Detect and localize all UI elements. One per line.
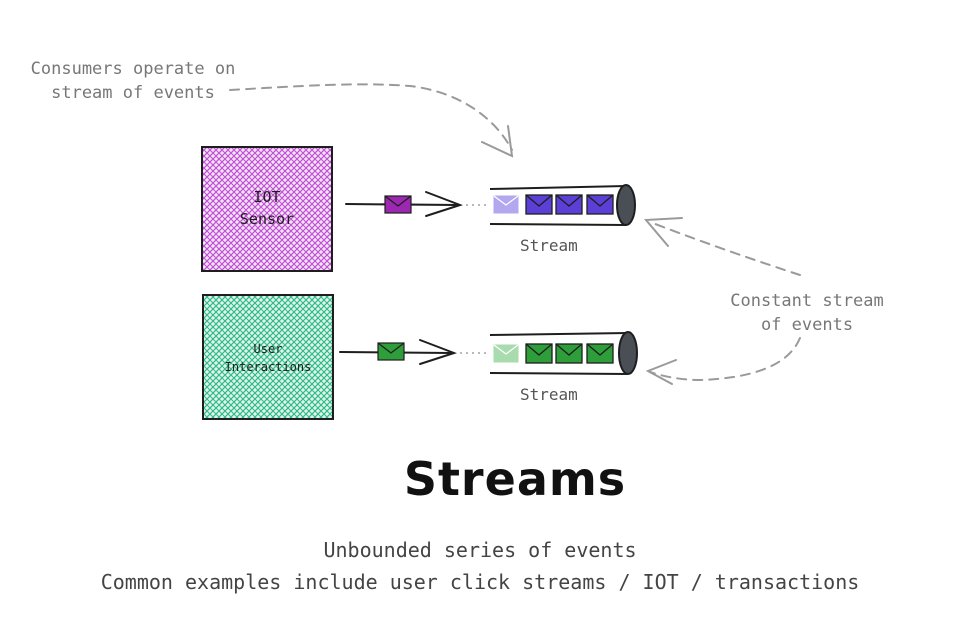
stream-1-label: Stream [520,236,578,255]
constant-stream-annotation: Constant stream of events [730,291,884,335]
subtitle-line-2: Common examples include user click strea… [100,570,860,594]
user-event-envelope [377,342,405,361]
constant-arrowhead-2 [645,359,677,385]
stream-2-label: Stream [520,385,578,404]
constant-arrowhead-1 [643,217,683,247]
stream-tube-2 [489,331,638,375]
diagram-title: Streams [403,452,627,506]
stream-2-event [586,343,614,364]
consumers-annotation: Consumers operate on stream of events [30,59,236,103]
stream-tube-1 [489,184,636,226]
stream-2-event [555,343,583,364]
consumers-dashed-arrow [229,83,513,151]
iot-sensor-label: IOT Sensor [239,188,295,228]
stream-2-event [525,343,553,364]
stream-1-event [555,194,583,215]
iot-sensor-box [201,146,333,272]
constant-dashed-arrow-2 [649,337,801,382]
iot-event-envelope [384,195,412,214]
stream-2-event-faded [493,344,519,363]
user-interactions-box [202,294,334,420]
stream-1-event [586,194,614,215]
user-interactions-label: User Interactions [224,342,312,374]
subtitle-line-1: Unbounded series of events [323,538,637,562]
consumers-arrowhead [481,125,514,158]
stream-1-event [525,194,553,215]
stream-1-event-faded [493,195,519,214]
constant-dashed-arrow-1 [649,221,801,276]
